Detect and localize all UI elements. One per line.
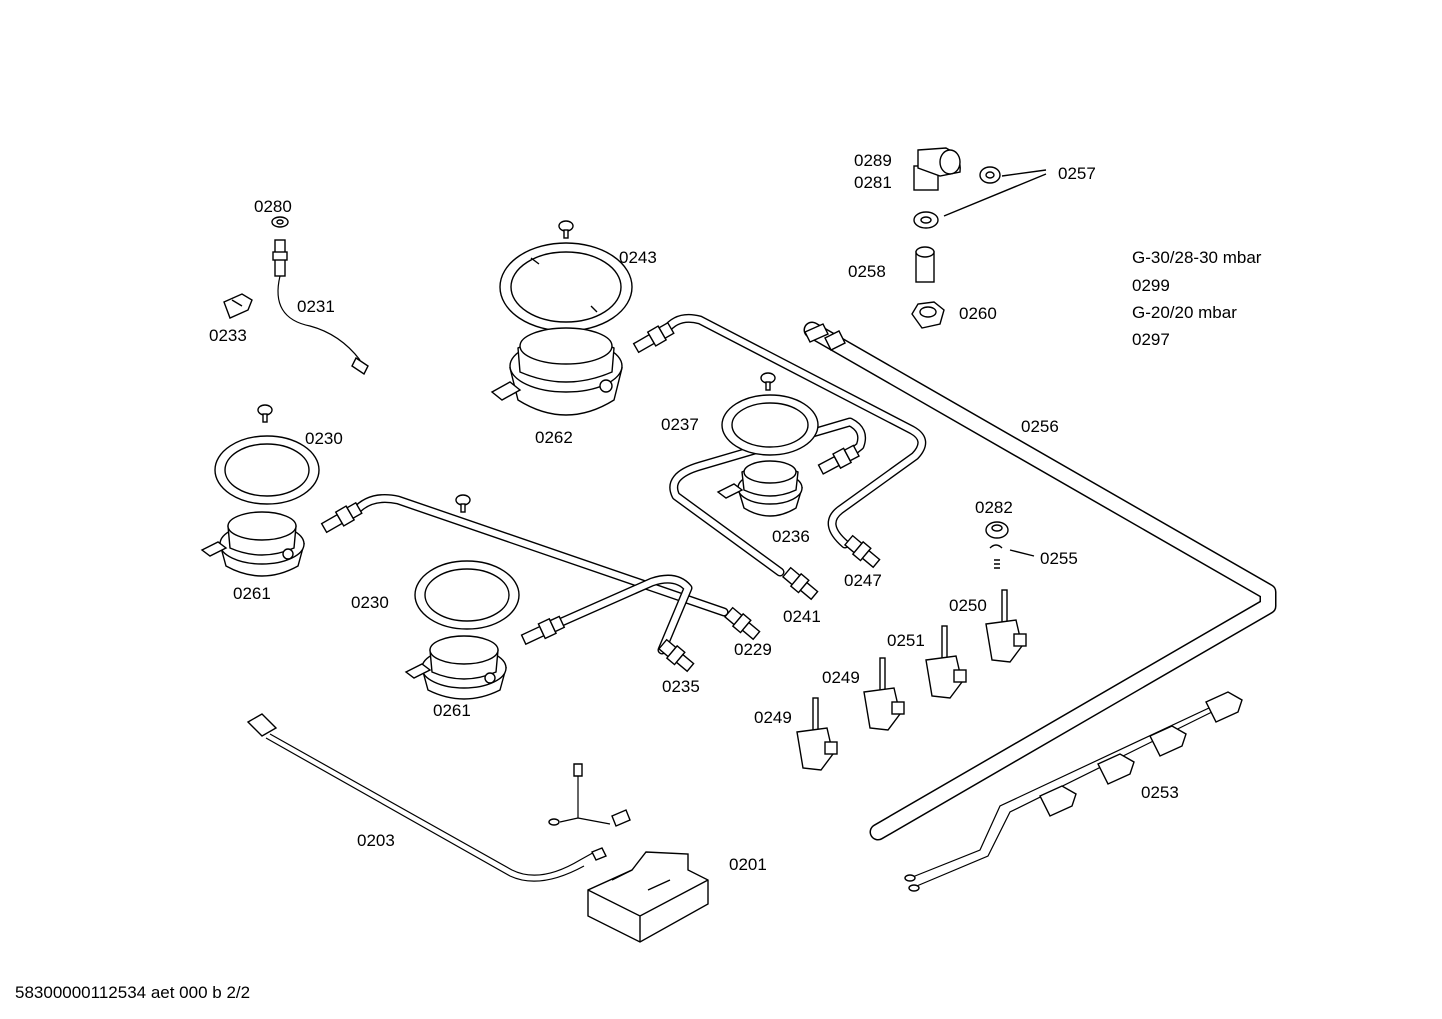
label-0247: 0247 <box>844 571 882 590</box>
label-0261-left: 0261 <box>233 584 271 603</box>
label-0203: 0203 <box>357 831 395 850</box>
gas-note-g20-part: 0297 <box>1132 330 1170 349</box>
label-0236: 0236 <box>772 527 810 546</box>
label-0235: 0235 <box>662 677 700 696</box>
label-0255: 0255 <box>1040 549 1078 568</box>
ignition-switches-0253 <box>904 691 1243 892</box>
label-0243: 0243 <box>619 248 657 267</box>
document-footer: 58300000112534 aet 000 b 2/2 <box>15 983 251 1002</box>
gas-tap-0251 <box>925 625 967 699</box>
label-0230-bottom: 0230 <box>351 593 389 612</box>
label-0260: 0260 <box>959 304 997 323</box>
label-0281: 0281 <box>854 173 892 192</box>
elbow-fitting-0289 <box>913 147 961 191</box>
gas-tube-0237 <box>661 313 927 549</box>
gas-tap-0249b <box>796 697 838 771</box>
label-0289: 0289 <box>854 151 892 170</box>
label-0256: 0256 <box>1021 417 1059 436</box>
burner-cup-0261b <box>404 635 507 700</box>
gasket-ring-0237 <box>721 394 819 456</box>
clip-0233 <box>223 293 253 319</box>
label-0231: 0231 <box>297 297 335 316</box>
gas-note-g20-label: G-20/20 mbar <box>1132 303 1237 322</box>
label-0261-bottom: 0261 <box>433 701 471 720</box>
gas-supply-pipe <box>803 321 1277 841</box>
tube-fittings <box>320 321 881 673</box>
gas-tap-0250 <box>985 589 1027 663</box>
label-0251: 0251 <box>887 631 925 650</box>
gas-note-g30-part: 0299 <box>1132 276 1170 295</box>
gas-tube-0229 <box>350 494 729 617</box>
label-0282: 0282 <box>975 498 1013 517</box>
label-0241: 0241 <box>783 607 821 626</box>
label-0258: 0258 <box>848 262 886 281</box>
label-0249-lower: 0249 <box>754 708 792 727</box>
washers-0257 <box>913 166 1047 229</box>
label-0201: 0201 <box>729 855 767 874</box>
gasket-ring-0230a <box>214 435 320 505</box>
gasket-ring-0243 <box>499 242 633 332</box>
label-0262: 0262 <box>535 428 573 447</box>
gas-note-g30-label: G-30/28-30 mbar <box>1132 248 1262 267</box>
gas-tube-0235 <box>543 574 693 655</box>
thermocouple-0231 <box>271 216 369 376</box>
label-0253: 0253 <box>1141 783 1179 802</box>
label-0280: 0280 <box>254 197 292 216</box>
label-0230-top: 0230 <box>305 429 343 448</box>
burner-cup-0262 <box>490 327 623 416</box>
label-0229: 0229 <box>734 640 772 659</box>
burner-cup-0236 <box>716 460 803 517</box>
label-0249-upper: 0249 <box>822 668 860 687</box>
label-0233: 0233 <box>209 326 247 345</box>
knob-adapter-0282 <box>985 521 1035 569</box>
gasket-ring-0230b <box>414 560 520 630</box>
label-0250: 0250 <box>949 596 987 615</box>
screws <box>257 220 776 513</box>
wire-harness-0203 <box>246 713 631 882</box>
spark-generator-0201 <box>587 851 709 943</box>
burner-cup-0261a <box>200 511 305 577</box>
label-0257: 0257 <box>1058 164 1096 183</box>
nut-0260 <box>911 301 945 329</box>
nozzle-0258 <box>915 246 935 283</box>
gas-tap-0249a <box>863 657 905 731</box>
label-0237: 0237 <box>661 415 699 434</box>
